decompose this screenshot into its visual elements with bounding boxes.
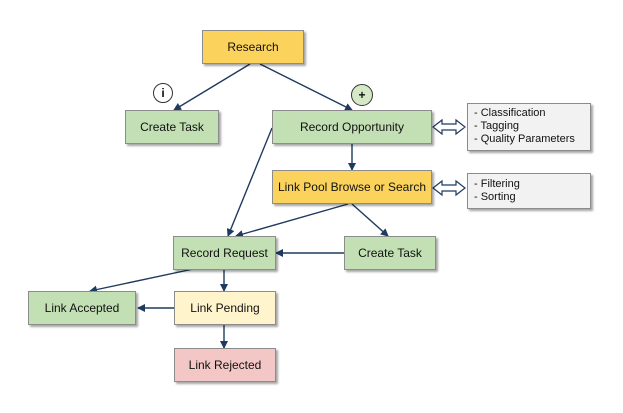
edge-link-pool-to-create-task — [351, 203, 389, 237]
node-link-pool: Link Pool Browse or Search — [272, 170, 432, 204]
note-line-quality-parameters: - Quality Parameters — [474, 133, 575, 145]
double-arrow-opportunity-notes — [432, 118, 466, 136]
edge-record-request-to-link-accepted — [89, 267, 199, 294]
node-research: Research — [202, 30, 304, 64]
node-record-opportunity: Record Opportunity — [272, 110, 432, 144]
note-line-tagging: - Tagging — [474, 120, 520, 132]
note-pool-options: - Filtering - Sorting — [467, 173, 591, 209]
node-create-task-bottom: Create Task — [344, 236, 436, 270]
node-link-accepted: Link Accepted — [28, 291, 136, 325]
node-link-pending: Link Pending — [174, 291, 276, 325]
note-line-filtering: - Filtering — [474, 178, 520, 190]
edge-research-to-record-opportunity — [259, 63, 353, 111]
edge-link-pool-to-record-request — [235, 203, 349, 238]
edge-opportunity-to-record-request — [226, 127, 273, 237]
note-line-classification: - Classification — [474, 107, 546, 119]
info-badge: i — [153, 83, 173, 103]
node-create-task-top: Create Task — [125, 110, 219, 144]
node-link-rejected: Link Rejected — [174, 348, 276, 382]
double-arrow-pool-notes — [432, 179, 466, 197]
node-record-request: Record Request — [173, 236, 276, 270]
plus-badge: + — [351, 84, 373, 106]
edge-research-to-create-task — [173, 63, 251, 111]
note-line-sorting: - Sorting — [474, 191, 516, 203]
note-opportunity-attributes: - Classification - Tagging - Quality Par… — [467, 103, 591, 151]
